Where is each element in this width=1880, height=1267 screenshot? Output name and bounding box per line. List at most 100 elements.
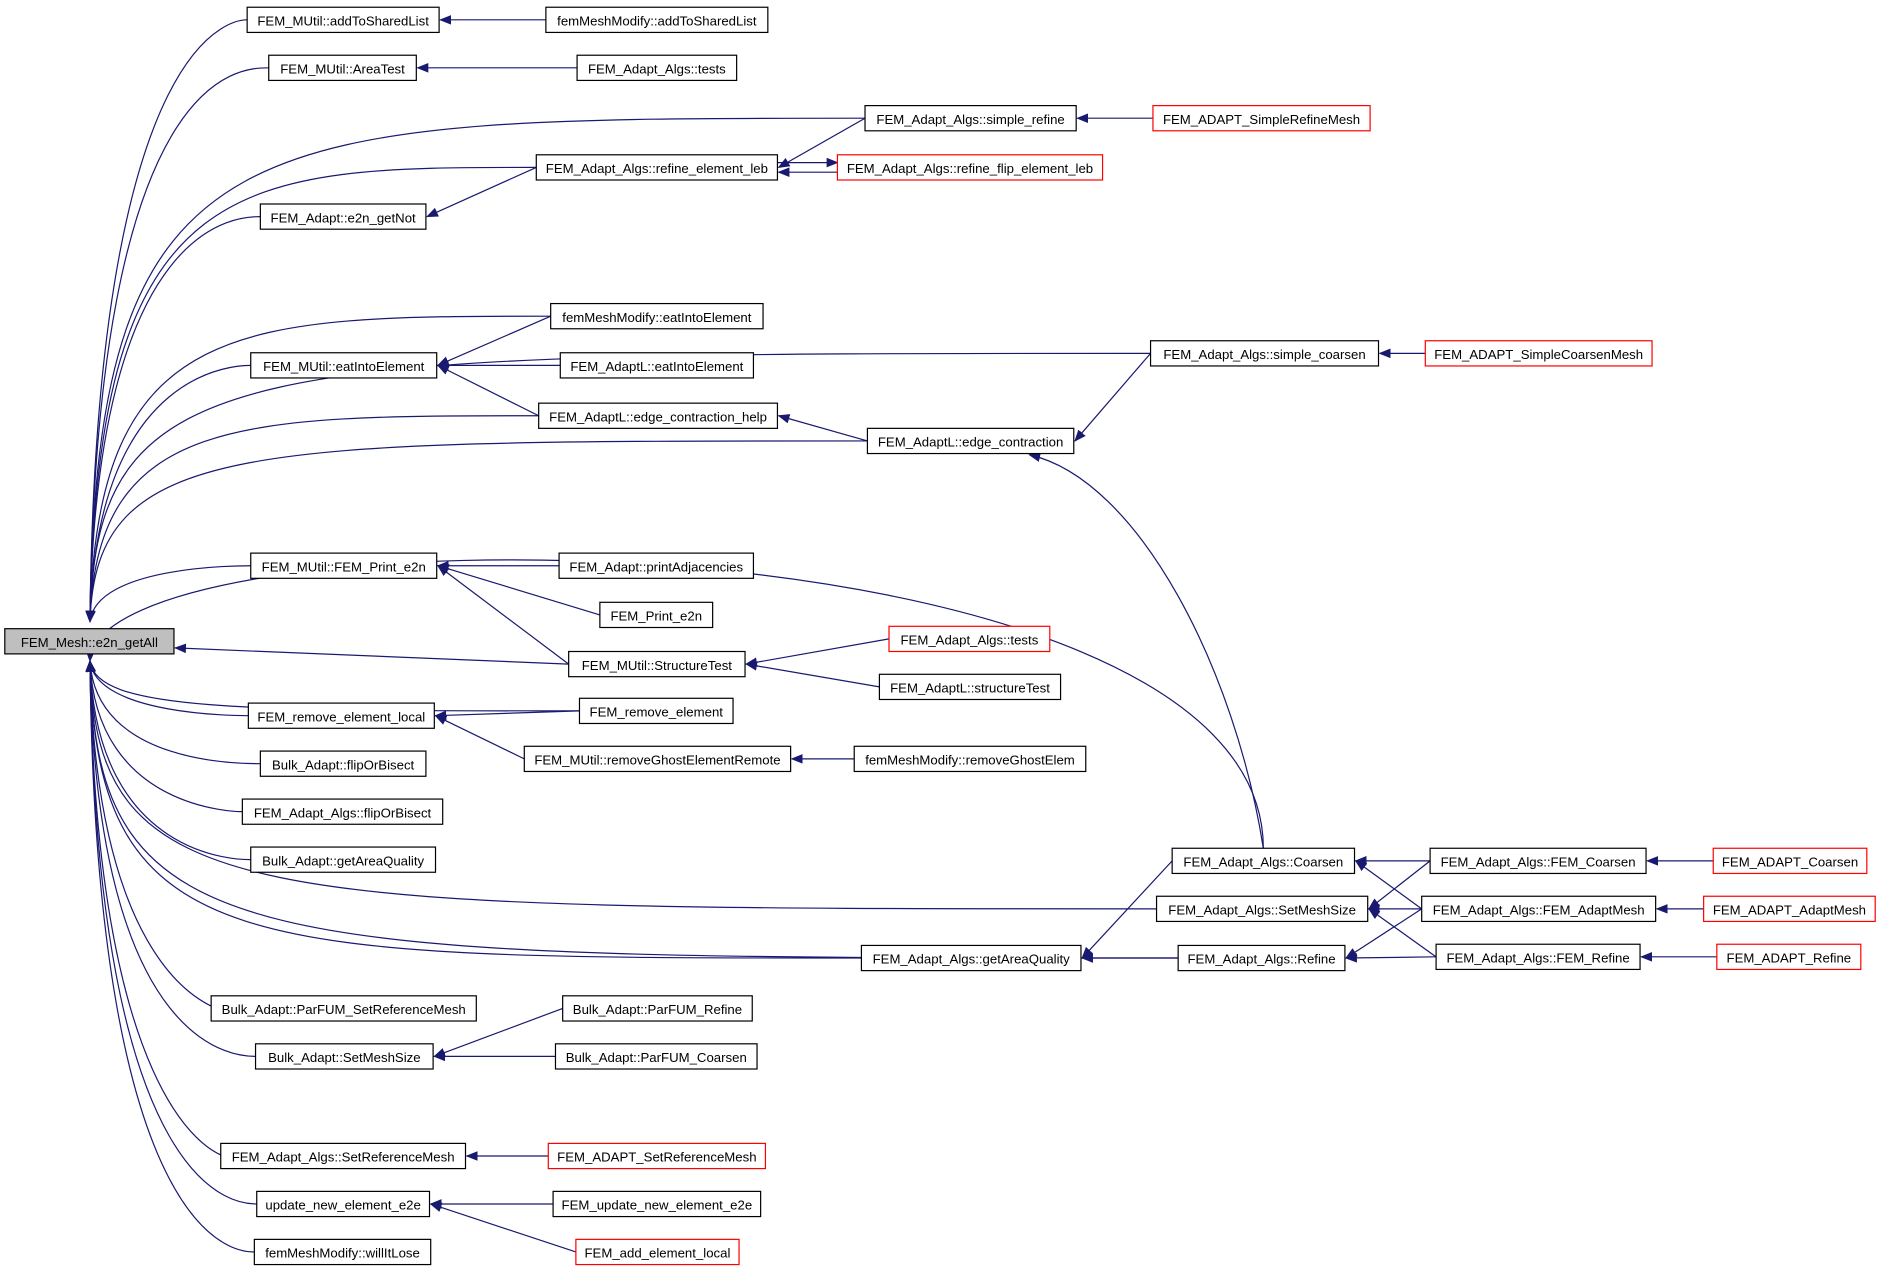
- node-box: [247, 702, 435, 729]
- node-bulk-adapt-parfum-setreferencemesh[interactable]: Bulk_Adapt::ParFUM_SetReferenceMesh: [210, 995, 477, 1022]
- node-fem-mutil-areatest[interactable]: FEM_MUtil::AreaTest: [268, 54, 417, 82]
- node-fem-adapt-simplecoarsenmesh[interactable]: FEM_ADAPT_SimpleCoarsenMesh: [1424, 340, 1653, 367]
- node-fem-adapt-simplerefinemesh[interactable]: FEM_ADAPT_SimpleRefineMesh: [1152, 105, 1371, 132]
- node-label: FEM_add_element_local: [585, 1246, 731, 1261]
- node-fem-adapt-coarsen[interactable]: FEM_ADAPT_Coarsen: [1712, 847, 1868, 875]
- node-fem-print-e2n[interactable]: FEM_Print_e2n: [599, 601, 714, 629]
- node-fem-adapt-algs-fem-coarsen[interactable]: FEM_Adapt_Algs::FEM_Coarsen: [1429, 847, 1647, 875]
- node-label: FEM_AdaptL::structureTest: [890, 681, 1050, 696]
- node-femmeshmodify-eatintoelement[interactable]: femMeshModify::eatIntoElement: [550, 302, 764, 330]
- node-label: FEM_update_new_element_e2e: [562, 1198, 753, 1213]
- node-fem-adapt-algs-tests[interactable]: FEM_Adapt_Algs::tests: [576, 54, 738, 82]
- node-label: FEM_Adapt_Algs::Coarsen: [1183, 855, 1343, 870]
- call-edge: [1345, 908, 1423, 959]
- node-fem-adapt-algs-refine-flip-element-leb[interactable]: FEM_Adapt_Algs::refine_flip_element_leb: [836, 154, 1104, 181]
- call-edge: [434, 710, 580, 721]
- node-label: FEM_AdaptL::eatIntoElement: [570, 359, 743, 374]
- node-label: FEM_Adapt_Algs::FEM_AdaptMesh: [1433, 903, 1645, 918]
- node-fem-add-element-local[interactable]: FEM_add_element_local: [575, 1238, 740, 1266]
- node-label: femMeshModify::removeGhostElem: [865, 753, 1075, 768]
- node-fem-adapt-algs-fem-adaptmesh[interactable]: FEM_Adapt_Algs::FEM_AdaptMesh: [1421, 895, 1657, 923]
- node-fem-mutil-eatintoelement[interactable]: FEM_MUtil::eatIntoElement: [250, 352, 438, 379]
- node-fem-adapt-adaptmesh[interactable]: FEM_ADAPT_AdaptMesh: [1703, 895, 1876, 923]
- node-label: update_new_element_e2e: [265, 1198, 420, 1213]
- node-update-new-element-e2e[interactable]: update_new_element_e2e: [256, 1190, 431, 1218]
- node-fem-adapt-algs-getareaquality[interactable]: FEM_Adapt_Algs::getAreaQuality: [860, 944, 1082, 972]
- node-fem-mutil-structuretest[interactable]: FEM_MUtil::StructureTest: [568, 650, 746, 678]
- node-fem-remove-element[interactable]: FEM_remove_element: [578, 697, 734, 725]
- node-label: FEM_Adapt_Algs::refine_element_leb: [546, 161, 768, 176]
- node-box: [878, 673, 1062, 701]
- node-fem-adapt-algs-refine-element-leb[interactable]: FEM_Adapt_Algs::refine_element_leb: [535, 154, 779, 181]
- node-bulk-adapt-getareaquality[interactable]: Bulk_Adapt::getAreaQuality: [250, 846, 437, 873]
- call-edge: [85, 352, 1151, 623]
- call-edge: [1367, 860, 1431, 910]
- node-fem-adapt-algs-simple-refine[interactable]: FEM_Adapt_Algs::simple_refine: [864, 105, 1077, 132]
- node-bulk-adapt-parfum-coarsen[interactable]: Bulk_Adapt::ParFUM_Coarsen: [554, 1043, 758, 1070]
- node-fem-adapt-algs-tests[interactable]: FEM_Adapt_Algs::tests: [888, 625, 1051, 653]
- call-edge: [1344, 953, 1437, 963]
- node-fem-adapt-algs-setmeshsize[interactable]: FEM_Adapt_Algs::SetMeshSize: [1155, 895, 1369, 923]
- node-box: [575, 1238, 740, 1266]
- call-edge: [85, 19, 248, 623]
- node-fem-mesh-e2n-getall[interactable]: FEM_Mesh::e2n_getAll: [4, 628, 175, 655]
- node-label: FEM_remove_element: [590, 705, 724, 720]
- node-box: [259, 750, 427, 777]
- call-edge: [85, 440, 868, 623]
- node-label: Bulk_Adapt::flipOrBisect: [272, 757, 415, 772]
- node-box: [554, 1043, 758, 1070]
- node-fem-adapt-printadjacencies[interactable]: FEM_Adapt::printAdjacencies: [558, 552, 755, 579]
- node-label: FEM_Adapt_Algs::getAreaQuality: [873, 952, 1071, 967]
- node-box: [1421, 895, 1657, 923]
- node-fem-adapt-refine[interactable]: FEM_ADAPT_Refine: [1716, 943, 1862, 971]
- node-fem-adaptl-edge-contraction[interactable]: FEM_AdaptL::edge_contraction: [866, 427, 1075, 455]
- node-bulk-adapt-setmeshsize[interactable]: Bulk_Adapt::SetMeshSize: [254, 1043, 434, 1070]
- node-fem-adapt-algs-refine[interactable]: FEM_Adapt_Algs::Refine: [1177, 944, 1346, 972]
- node-fem-adaptl-edge-contraction-help[interactable]: FEM_AdaptL::edge_contraction_help: [538, 402, 779, 429]
- node-box: [558, 552, 755, 579]
- node-fem-remove-element-local[interactable]: FEM_remove_element_local: [247, 702, 435, 729]
- call-edge: [436, 315, 551, 366]
- node-bulk-adapt-parfum-refine[interactable]: Bulk_Adapt::ParFUM_Refine: [562, 995, 753, 1022]
- node-box: [538, 402, 779, 429]
- node-label: Bulk_Adapt::ParFUM_SetReferenceMesh: [222, 1002, 466, 1017]
- call-edge: [1354, 860, 1423, 910]
- call-edge: [85, 659, 224, 1157]
- call-edge: [86, 659, 249, 717]
- node-fem-adapt-algs-fliporbisect[interactable]: FEM_Adapt_Algs::flipOrBisect: [241, 798, 444, 825]
- node-box: [254, 1043, 434, 1070]
- node-fem-adapt-algs-simple-coarsen[interactable]: FEM_Adapt_Algs::simple_coarsen: [1149, 340, 1380, 367]
- node-box: [1152, 105, 1371, 132]
- node-fem-adapt-algs-setreferencemesh[interactable]: FEM_Adapt_Algs::SetReferenceMesh: [220, 1142, 467, 1170]
- node-label: FEM_Adapt_Algs::Refine: [1187, 952, 1335, 967]
- node-femmeshmodify-addtosharedlist[interactable]: femMeshModify::addToSharedList: [545, 6, 769, 34]
- node-fem-update-new-element-e2e[interactable]: FEM_update_new_element_e2e: [552, 1190, 762, 1218]
- node-box: [866, 427, 1075, 455]
- node-fem-mutil-fem-print-e2n[interactable]: FEM_MUtil::FEM_Print_e2n: [250, 552, 438, 579]
- node-fem-adapt-algs-coarsen[interactable]: FEM_Adapt_Algs::Coarsen: [1171, 847, 1356, 875]
- node-label: FEM_MUtil::StructureTest: [582, 658, 733, 673]
- node-fem-adapt-setreferencemesh[interactable]: FEM_ADAPT_SetReferenceMesh: [547, 1142, 767, 1170]
- call-edge: [85, 659, 257, 1205]
- node-fem-adapt-algs-fem-refine[interactable]: FEM_Adapt_Algs::FEM_Refine: [1435, 943, 1641, 971]
- node-fem-mutil-addtosharedlist[interactable]: FEM_MUtil::addToSharedList: [246, 6, 440, 34]
- node-femmeshmodify-removeghostelem[interactable]: femMeshModify::removeGhostElem: [853, 745, 1087, 773]
- call-edge: [436, 364, 539, 417]
- node-fem-adaptl-eatintoelement[interactable]: FEM_AdaptL::eatIntoElement: [559, 352, 755, 379]
- node-label: FEM_ADAPT_SimpleRefineMesh: [1163, 112, 1360, 127]
- node-fem-adaptl-structuretest[interactable]: FEM_AdaptL::structureTest: [878, 673, 1062, 701]
- node-box: [250, 552, 438, 579]
- node-box: [1424, 340, 1653, 367]
- node-fem-adapt-e2n-getnot[interactable]: FEM_Adapt::e2n_getNot: [259, 203, 427, 230]
- node-fem-mutil-removeghostelementremote[interactable]: FEM_MUtil::removeGhostElementRemote: [523, 745, 792, 773]
- call-edge: [85, 659, 862, 959]
- node-box: [4, 628, 175, 655]
- node-femmeshmodify-willitlose[interactable]: femMeshModify::willItLose: [253, 1238, 432, 1266]
- node-box: [559, 352, 755, 379]
- call-edge: [85, 364, 251, 623]
- node-label: FEM_Adapt_Algs::flipOrBisect: [254, 805, 432, 820]
- node-bulk-adapt-fliporbisect[interactable]: Bulk_Adapt::flipOrBisect: [259, 750, 427, 777]
- node-label: FEM_ADAPT_Coarsen: [1722, 855, 1858, 870]
- node-box: [210, 995, 477, 1022]
